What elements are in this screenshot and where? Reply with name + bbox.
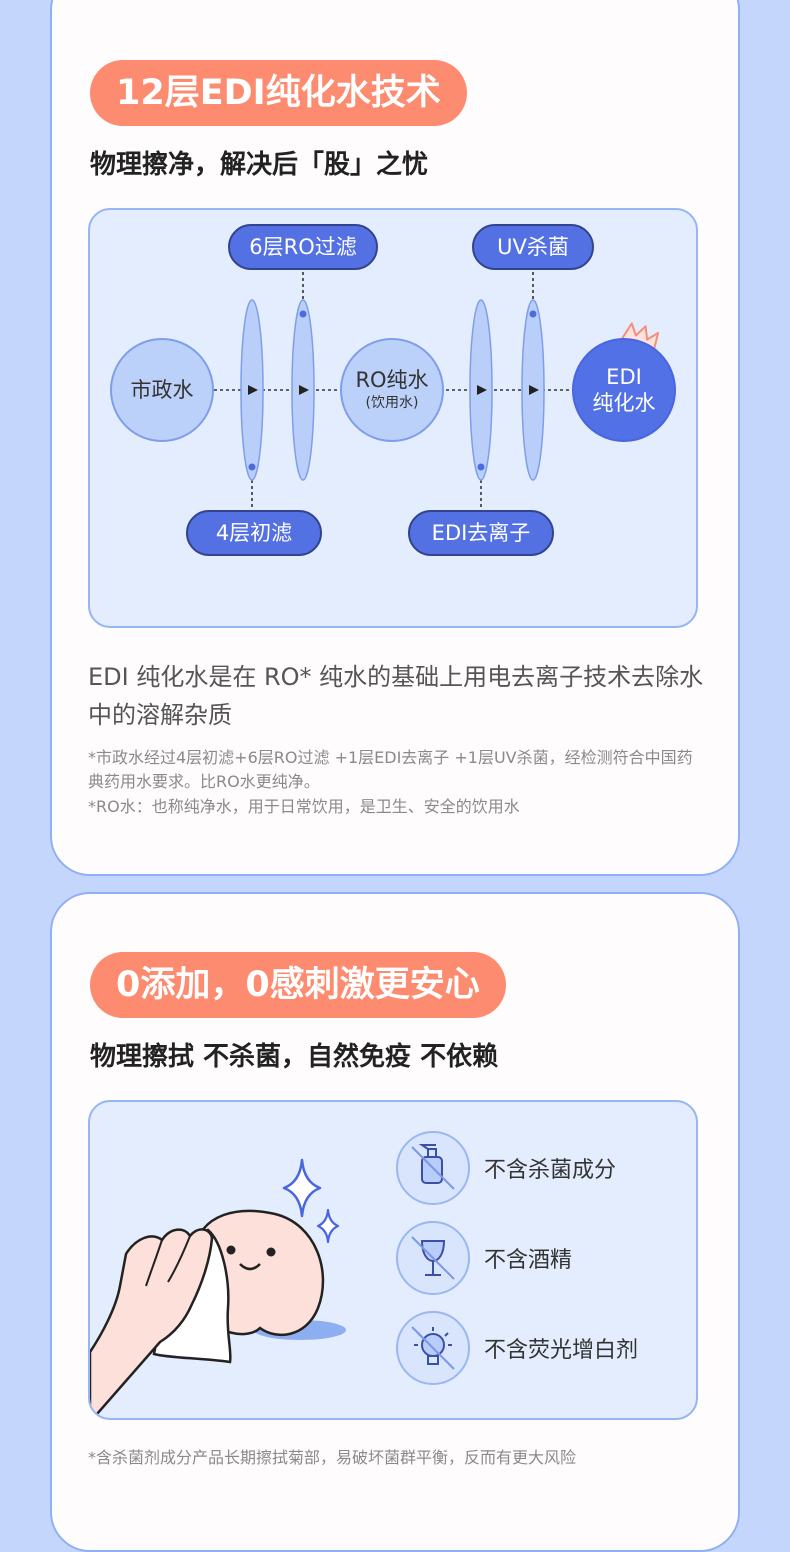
edi-description: EDI 纯化水是在 RO* 纯水的基础上用电去离子技术去除水中的溶解杂质 (88, 663, 704, 729)
hand (90, 1228, 214, 1418)
flow-arrows (248, 385, 539, 395)
node-edi-water: EDI 纯化水 (572, 338, 676, 442)
feature-label: 不含杀菌成分 (484, 1158, 617, 1183)
eye (266, 1247, 276, 1257)
node-label: 市政水 (130, 378, 194, 402)
node-municipal-water: 市政水 (110, 338, 214, 442)
feature-label: 不含荧光增白剂 (484, 1338, 639, 1363)
gentle-care-panel: 不含杀菌成分 不含酒精 (88, 1100, 698, 1420)
section-subtitle: 物理擦净，解决后「股」之忧 (90, 150, 429, 180)
node-label: EDI (606, 365, 642, 389)
footnote-disinfectant: *含杀菌剂成分产品长期擦拭菊部，易破坏菌群平衡，反而有更大风险 (88, 1448, 577, 1467)
section-title: 0添加，0感刺激更安心 (90, 952, 506, 1018)
step-uv-sterilize: UV杀菌 (472, 224, 594, 270)
zero-additive-card: 0添加，0感刺激更安心 物理擦拭 不杀菌，自然免疫 不依赖 (50, 892, 740, 1552)
no-alcohol-icon (396, 1221, 470, 1295)
no-fluorescent-icon (396, 1311, 470, 1385)
no-disinfectant-icon (396, 1131, 470, 1205)
step-edi-deionize: EDI去离子 (408, 510, 554, 556)
step-ro-filter: 6层RO过滤 (228, 224, 378, 270)
step-pre-filter: 4层初滤 (186, 510, 322, 556)
wipe-illustration (90, 1158, 346, 1418)
footnote-process: *市政水经过4层初滤+6层RO过滤 +1层EDI去离子 +1层UV杀菌，经检测符… (88, 748, 693, 791)
sparkle-icon (316, 1208, 340, 1244)
node-label: 纯化水 (592, 391, 656, 415)
edi-tech-card: 12层EDI纯化水技术 物理擦净，解决后「股」之忧 (50, 0, 740, 876)
node-ro-water: RO纯水 (饮用水) (340, 338, 444, 442)
purification-flow-diagram: 市政水 RO纯水 (饮用水) EDI 纯化水 6层RO过滤 UV杀菌 4层初滤 … (88, 208, 698, 628)
smile (239, 1263, 261, 1271)
feature-no-alcohol: 不含酒精 (396, 1220, 572, 1296)
feature-label: 不含酒精 (484, 1248, 573, 1273)
section-title: 12层EDI纯化水技术 (90, 60, 467, 126)
node-sublabel: (饮用水) (365, 395, 419, 411)
feature-no-fluorescent: 不含荧光增白剂 (396, 1310, 638, 1386)
eye (226, 1245, 236, 1255)
feature-no-disinfectant: 不含杀菌成分 (396, 1130, 616, 1206)
sparkle-icon (282, 1158, 322, 1218)
node-label: RO纯水 (355, 368, 429, 392)
section-subtitle: 物理擦拭 不杀菌，自然免疫 不依赖 (90, 1042, 499, 1072)
footnote-ro: *RO水：也称纯净水，用于日常饮用，是卫生、安全的饮用水 (88, 797, 520, 816)
